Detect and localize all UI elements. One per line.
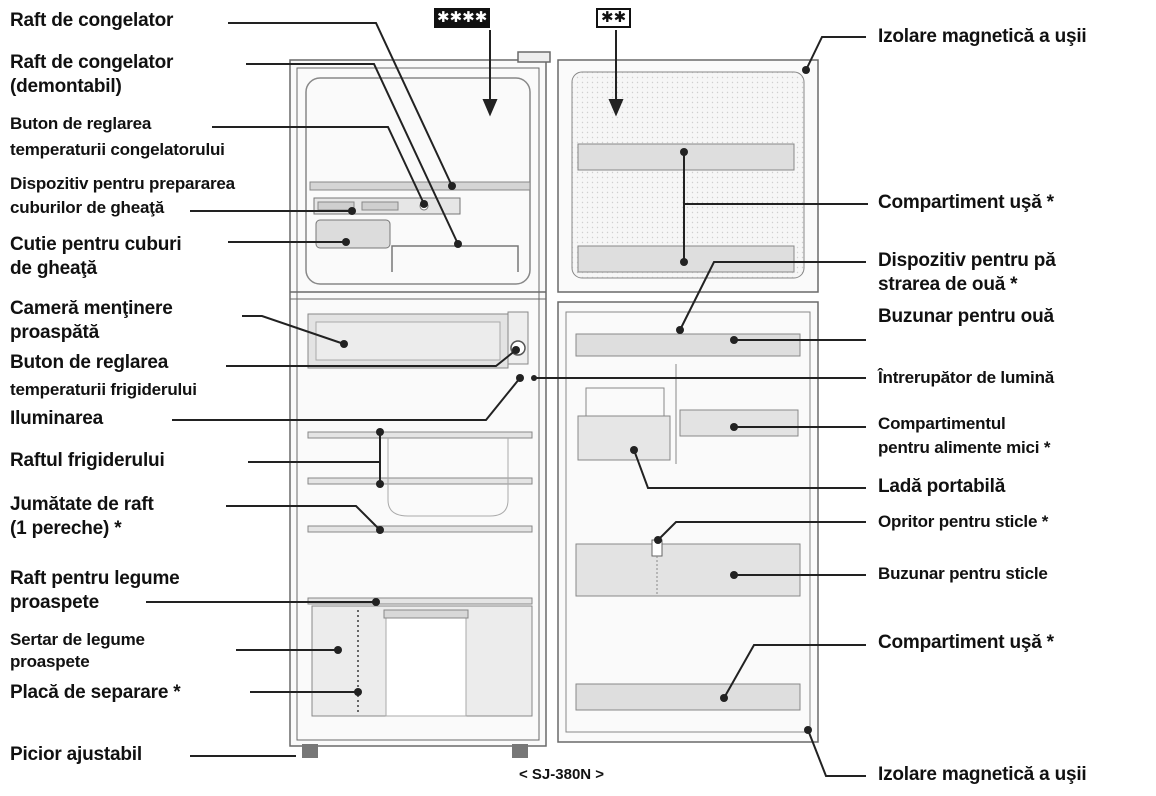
label-freezer-shelf: Raft de congelator <box>10 10 174 31</box>
label-door-compartment-bottom: Compartiment uşă * <box>878 632 1054 653</box>
label-adjustable-foot: Picior ajustabil <box>10 744 142 765</box>
model-caption: < SJ-380N > <box>519 766 605 783</box>
label-fridge-temp-knob: Buton de reglarea <box>10 352 169 373</box>
label-door-compartment-top: Compartiment uşă * <box>878 192 1054 213</box>
freezer-door <box>557 59 819 293</box>
label-fresh-room-2: proaspătă <box>10 322 100 343</box>
ice-box <box>315 219 391 249</box>
label-small-food-2: pentru alimente mici * <box>878 438 1051 457</box>
label-freezer-shelf-removable: Raft de congelator <box>10 52 174 73</box>
label-veg-drawer: Sertar de legume <box>10 630 145 649</box>
label-freezer-temp-knob: Buton de reglarea <box>10 114 152 133</box>
vegetable-drawer <box>311 605 533 717</box>
two-star-badge: ✱✱ <box>596 8 632 28</box>
label-veg-shelf-2: proaspete <box>10 592 100 613</box>
label-fridge-temp-knob-2: temperaturii frigiderului <box>10 380 197 399</box>
label-fresh-room: Cameră menţinere <box>10 298 173 319</box>
label-half-shelf: Jumătate de raft <box>10 494 154 515</box>
label-ice-maker-2: cuburilor de gheaţă <box>10 198 164 217</box>
label-freezer-shelf-removable-2: (demontabil) <box>10 76 122 97</box>
label-freezer-temp-knob-2: temperaturii congelatorului <box>10 140 225 159</box>
label-bottle-pocket: Buzunar pentru sticle <box>878 564 1048 583</box>
label-egg-pocket: Buzunar pentru ouă <box>878 306 1054 327</box>
label-lighting: Iluminarea <box>10 408 104 429</box>
leader-lines <box>146 22 868 777</box>
star-arrows <box>482 30 624 117</box>
label-half-shelf-2: (1 pereche) * <box>10 518 122 539</box>
label-portable-box: Ladă portabilă <box>878 476 1006 497</box>
freezer-shelf <box>309 181 531 191</box>
label-ice-box-2: de gheaţă <box>10 258 97 279</box>
label-egg-holder: Dispozitiv pentru pă <box>878 250 1056 271</box>
label-veg-drawer-2: proaspete <box>10 652 90 671</box>
label-egg-holder-2: strarea de ouă * <box>878 274 1018 295</box>
label-fridge-shelf: Raftul frigiderului <box>10 450 165 471</box>
label-ice-box: Cutie pentru cuburi <box>10 234 182 255</box>
label-light-switch: Întrerupător de lumină <box>878 368 1055 387</box>
four-star-badge: ✱✱✱✱ <box>434 8 491 28</box>
leader-dots <box>334 66 812 734</box>
label-small-food: Compartimentul <box>878 414 1006 433</box>
label-bottle-stopper: Opritor pentru sticle * <box>878 512 1049 531</box>
label-ice-maker: Dispozitiv pentru prepararea <box>10 174 235 193</box>
label-magnetic-seal-bottom: Izolare magnetică a uşii <box>878 764 1087 785</box>
label-magnetic-seal-top: Izolare magnetică a uşii <box>878 26 1087 47</box>
adjustable-feet <box>302 744 528 758</box>
fridge-shelves <box>307 431 533 533</box>
fridge-temp-knob <box>507 311 529 365</box>
label-divider-plate: Placă de separare * <box>10 682 181 703</box>
fresh-room <box>307 313 509 369</box>
label-veg-shelf: Raft pentru legume <box>10 568 180 589</box>
